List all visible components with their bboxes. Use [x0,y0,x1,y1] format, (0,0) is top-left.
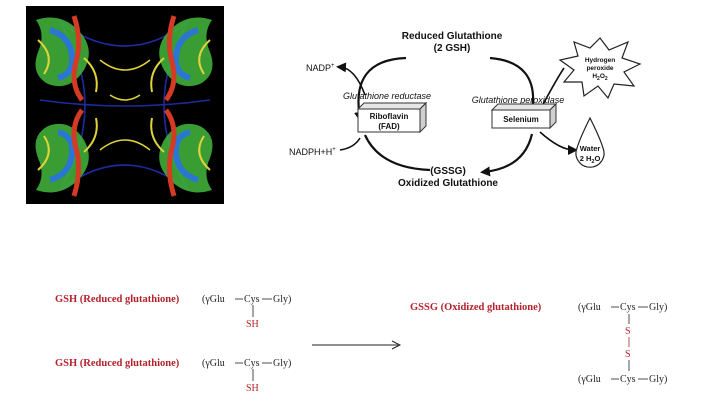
subunit-bottom-right [150,108,213,197]
starburst-icon [558,37,642,100]
gsh-structure-2: (γGlu Cys Gly) SH [202,358,291,394]
gssg-bottom-gly: Gly) [649,374,667,385]
riboflavin-label: Riboflavin [370,112,409,121]
subunit-top-right [150,15,213,102]
gsh1-cys: Cys [244,294,260,305]
gssg-s-1: S [625,326,631,337]
gsh1-gly: Gly) [273,294,291,305]
nadp-arrow [336,62,366,96]
left-lower-arc [363,134,431,172]
riboflavin-box: Riboflavin (FAD) [356,101,428,134]
oxidized-glutathione-title: Oxidized Glutathione [398,178,498,189]
gssg-label: GSSG (Oxidized glutathione) [410,302,542,313]
water-arrow [539,131,578,155]
gssg-top-cys: Cys [620,302,636,313]
water-drop-icon [575,116,605,168]
gssg-s-2: S [625,349,631,360]
selenium-label: Selenium [503,115,539,124]
gsh-structure-1: (γGlu Cys Gly) SH [202,294,291,330]
right-upper-arc [489,56,535,113]
gsh2-cys: Cys [244,358,260,369]
right-lower-arc [480,133,534,177]
gsh-label-1: GSH (Reduced glutathione) [55,294,180,305]
gssg-bottom-glu: (γGlu [578,374,601,385]
reaction-arrowhead-icon [391,340,402,350]
oxidized-glutathione-sub: (GSSG) [430,166,466,177]
reduced-glutathione-sub: (2 GSH) [434,43,471,54]
gssg-structure: (γGlu Cys Gly) S S (γGlu Cys Gly) [578,302,667,385]
glutathione-peroxidase-label: Glutathione peroxidase [472,95,565,105]
reduced-glutathione-title: Reduced Glutathione [402,31,503,42]
peroxide-text-1: Hydrogen [585,57,615,64]
gsh1-sh: SH [246,319,259,330]
nadph-line [339,137,361,151]
water-formula: 2 H2O [580,154,601,165]
water-drop: Water 2 H2O [575,116,605,168]
gsh2-gly: Gly) [273,358,291,369]
fad-label: (FAD) [378,122,400,131]
gssg-top-glu: (γGlu [578,302,601,313]
protein-structure-image [26,6,224,204]
gssg-top-gly: Gly) [649,302,667,313]
left-upper-arc [354,56,407,122]
glutathione-reductase-label: Glutathione reductase [343,91,431,101]
subunit-bottom-left [35,108,98,197]
central-loops [99,59,151,151]
water-text: Water [580,144,601,153]
nadph-label: NADPH+H+ [289,147,336,157]
gsh-to-gssg-reaction: GSH (Reduced glutathione) (γGlu Cys Gly)… [55,294,667,394]
subunit-top-left [35,15,98,102]
hydrogen-peroxide-burst: Hydrogen peroxide H2O2 [558,37,642,100]
gsh2-sh: SH [246,383,259,394]
peroxide-formula: H2O2 [592,73,608,82]
peroxide-text-2: peroxide [586,65,613,72]
glutathione-cycle: Reduced Glutathione (2 GSH) (GSSG) Oxidi… [289,31,642,189]
selenium-box: Selenium [490,102,558,130]
gsh1-glu: (γGlu [202,294,225,305]
gssg-bottom-cys: Cys [620,374,636,385]
gsh2-glu: (γGlu [202,358,225,369]
nadp-label: NADP+ [306,63,335,73]
gsh-label-2: GSH (Reduced glutathione) [55,358,180,369]
